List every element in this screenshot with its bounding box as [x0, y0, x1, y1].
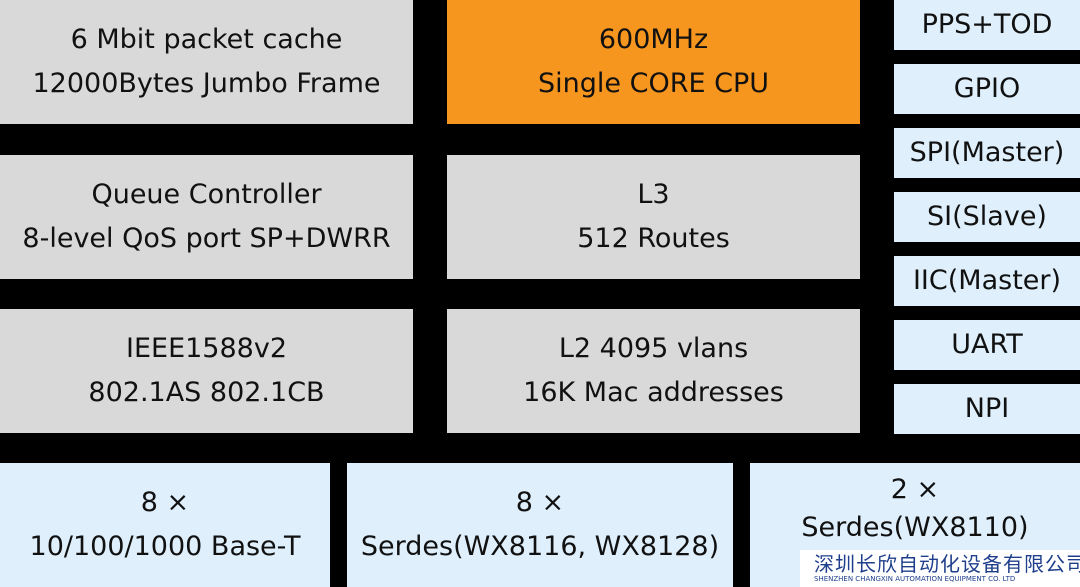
block-line: L2 4095 vlans — [558, 333, 749, 364]
interface-pps-tod: PPS+TOD — [894, 0, 1080, 50]
interface-gpio: GPIO — [894, 64, 1080, 114]
l3-block: L3 512 Routes — [447, 155, 860, 279]
port-type: Serdes(WX8116, WX8128) — [360, 531, 720, 562]
port-count: 8 × — [515, 487, 565, 518]
block-line: Single CORE CPU — [538, 68, 769, 99]
interface-spi: SPI(Master) — [894, 128, 1080, 178]
port-count: 2 × — [890, 474, 940, 505]
port-type: 10/100/1000 Base-T — [29, 531, 301, 562]
l2-block: L2 4095 vlans 16K Mac addresses — [447, 309, 860, 433]
port-count: 8 × — [140, 487, 190, 518]
block-line: 6 Mbit packet cache — [70, 24, 343, 55]
block-line: 600MHz — [598, 24, 709, 55]
block-line: 16K Mac addresses — [523, 377, 784, 408]
port-serdes-wx8116: 8 × Serdes(WX8116, WX8128) — [347, 463, 733, 587]
block-line: IEEE1588v2 — [125, 333, 287, 364]
port-type: Serdes(WX8110) — [801, 512, 1029, 543]
block-line: L3 — [637, 179, 670, 210]
company-name-cn: 深圳长欣自动化设备有限公司 — [814, 552, 1080, 576]
block-line: 512 Routes — [577, 223, 730, 254]
block-line: 8-level QoS port SP+DWRR — [22, 223, 391, 254]
company-name-en: SHENZHEN CHANGXIN AUTOMATION EQUIPMENT C… — [814, 575, 1016, 583]
packet-cache-block: 6 Mbit packet cache 12000Bytes Jumbo Fram… — [0, 0, 413, 124]
interface-iic: IIC(Master) — [894, 256, 1080, 306]
interface-npi: NPI — [894, 384, 1080, 434]
block-line: Queue Controller — [91, 179, 322, 210]
port-base-t: 8 × 10/100/1000 Base-T — [0, 463, 330, 587]
queue-controller-block: Queue Controller 8-level QoS port SP+DWRR — [0, 155, 413, 279]
interface-si: SI(Slave) — [894, 192, 1080, 242]
interface-uart: UART — [894, 320, 1080, 370]
block-line: 12000Bytes Jumbo Frame — [32, 68, 381, 99]
ieee1588-block: IEEE1588v2 802.1AS 802.1CB — [0, 309, 413, 433]
block-line: 802.1AS 802.1CB — [88, 377, 325, 408]
